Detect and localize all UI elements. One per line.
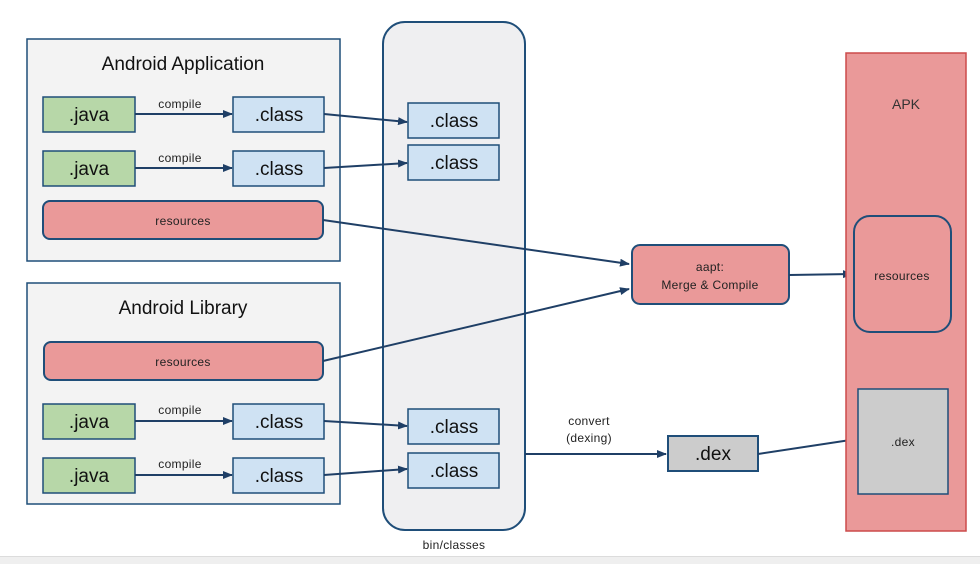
resources-label: resources [155, 355, 210, 369]
convert-label-line1: convert [568, 414, 610, 428]
aapt-label-line1: aapt: [696, 260, 724, 274]
java-label: .java [69, 159, 110, 180]
aapt-label-line2: Merge & Compile [661, 278, 758, 292]
app-java-row-2: .java compile .class [42, 150, 325, 187]
android-application-group: Android Application .java compile .class… [26, 38, 341, 262]
lib-resources-arrow [322, 287, 630, 362]
class-label: .class [255, 105, 304, 126]
bin-class-box [407, 144, 500, 181]
bin-class-box [407, 452, 500, 489]
bin-classes-label: bin/classes [423, 538, 486, 552]
java-label: .java [69, 466, 110, 487]
resources-label: resources [155, 214, 210, 228]
class-label: .class [255, 412, 304, 433]
lib-java-row-1: .java compile .class [42, 403, 325, 440]
aapt-merge-compile: aapt: Merge & Compile [631, 244, 790, 305]
app-java-row-1: .java compile .class [42, 96, 325, 133]
copy-arrow [323, 159, 408, 169]
app-resources-arrow [322, 219, 630, 267]
dex-file: .dex [667, 435, 759, 472]
compile-label: compile [158, 457, 201, 471]
apk-resources-label: resources [874, 269, 929, 283]
apk-container: APK resources .dex [845, 52, 967, 532]
copy-arrow [323, 465, 408, 476]
lib-java-row-2: .java compile .class [42, 457, 325, 494]
java-file-box [42, 96, 136, 133]
class-file-box [232, 457, 325, 494]
footer-strip [0, 556, 980, 564]
copy-arrow [323, 420, 408, 430]
apk-resources-box [853, 215, 952, 333]
bin-class-label: .class [430, 417, 479, 438]
aapt-to-apk-arrow [788, 270, 853, 279]
bin-classes-container: bin/classes .class .class .class .class [382, 21, 526, 552]
android-library-title: Android Library [119, 298, 248, 319]
java-file-box [42, 150, 136, 187]
bin-class-label: .class [430, 153, 479, 174]
lib-resources: resources [43, 341, 324, 381]
class-label: .class [255, 466, 304, 487]
apk-title: APK [892, 96, 921, 112]
convert-label-line2: (dexing) [566, 431, 612, 445]
bin-class-label: .class [430, 111, 479, 132]
java-label: .java [69, 105, 110, 126]
bin-class-label: .class [430, 461, 479, 482]
dex-label: .dex [695, 444, 731, 465]
java-label: .java [69, 412, 110, 433]
class-file-box [232, 150, 325, 187]
aapt-box [631, 244, 790, 305]
compile-label: compile [158, 403, 201, 417]
dex-to-apk-arrow [757, 436, 858, 455]
compile-label: compile [158, 151, 201, 165]
java-file-box [42, 457, 136, 494]
compile-label: compile [158, 97, 201, 111]
android-application-title: Android Application [102, 54, 265, 75]
class-label: .class [255, 159, 304, 180]
copy-arrow [323, 113, 408, 126]
app-resources: resources [42, 200, 324, 240]
android-library-group: Android Library resources .java compile … [26, 282, 341, 505]
bin-class-box [407, 408, 500, 445]
bin-class-box [407, 102, 500, 139]
apk-dex-label: .dex [891, 435, 915, 449]
apk-dex-box [857, 388, 949, 495]
